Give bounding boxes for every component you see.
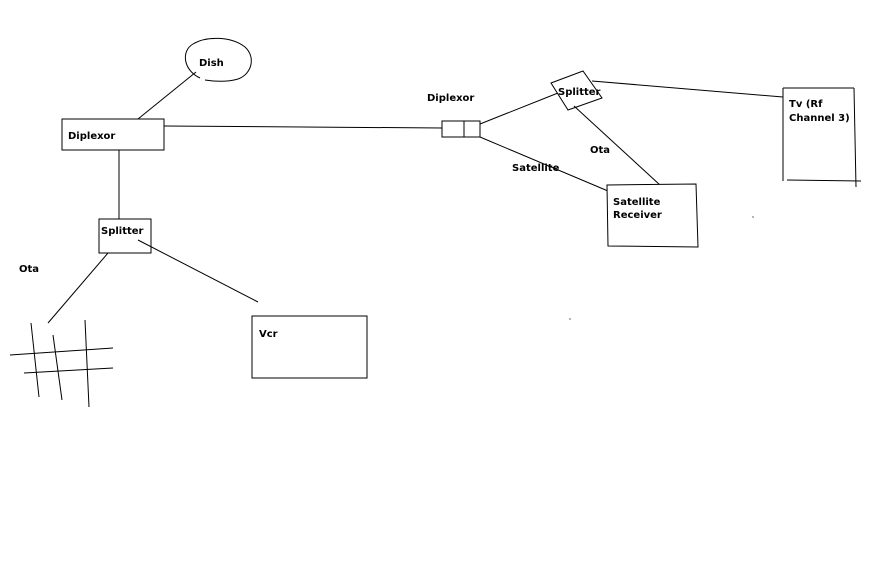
- stray-dot: [752, 216, 754, 218]
- splitter-to-vcr-line: [137, 239, 259, 303]
- tv-node: Tv (Rf Channel 3): [782, 87, 862, 188]
- satellite-receiver-label-2: Receiver: [613, 210, 662, 221]
- dish-node: Dish: [184, 37, 252, 82]
- satellite-receiver-label-1: Satellite: [613, 197, 661, 208]
- diplexor-left-box: [61, 118, 165, 151]
- splitter-to-receiver-line: [573, 105, 661, 186]
- splitter-left-node: Splitter: [98, 218, 152, 254]
- splitter-left-label: Splitter: [101, 226, 144, 237]
- dish-label: Dish: [199, 58, 224, 69]
- diplexor-right-label: Diplexor: [427, 93, 474, 104]
- splitter-to-tv-line: [591, 80, 784, 98]
- splitter-right-node: Splitter: [550, 70, 603, 111]
- tv-label-1: Tv (Rf: [789, 99, 823, 110]
- ota-antenna-icon: [9, 319, 114, 408]
- main-cable-line: [163, 125, 443, 129]
- diplexor-left-node: Diplexor: [61, 118, 165, 151]
- satellite-receiver-node: Satellite Receiver: [606, 183, 699, 248]
- ota-left-label: Ota: [19, 264, 39, 275]
- satellite-line-label: Satellite: [512, 163, 560, 174]
- vcr-node: Vcr: [251, 315, 368, 379]
- stray-dot: [569, 318, 571, 320]
- satellite-receiver-box: [606, 183, 699, 248]
- dish-to-diplexor-line: [137, 71, 197, 120]
- diplexor-to-splitter-right-line: [479, 92, 559, 125]
- diplexor-right-node: [441, 120, 481, 138]
- diplexor-right-box: [441, 120, 481, 138]
- diplexor-left-label: Diplexor: [68, 131, 115, 142]
- splitter-right-box: [550, 70, 603, 111]
- dish-icon: [184, 37, 252, 82]
- splitter-to-antenna-line: [47, 252, 109, 324]
- vcr-box: [251, 315, 368, 379]
- tv-label-2: Channel 3): [789, 113, 850, 124]
- diplexor-to-receiver-line: [479, 136, 609, 192]
- splitter-left-box: [98, 218, 152, 254]
- splitter-right-label: Splitter: [558, 87, 601, 98]
- ota-right-label: Ota: [590, 145, 610, 156]
- vcr-label: Vcr: [259, 329, 278, 340]
